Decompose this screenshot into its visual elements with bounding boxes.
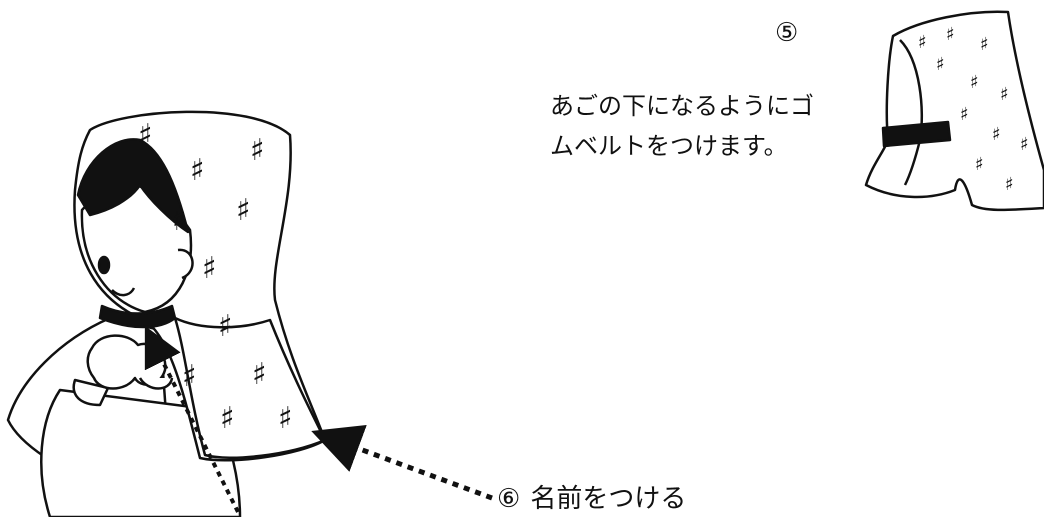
hair: [76, 138, 190, 234]
pattern-mark: ♯: [960, 104, 969, 125]
pattern-mark: ♯: [1005, 174, 1014, 195]
pattern-mark: ♯: [278, 401, 293, 436]
pattern-mark: ♯: [1000, 84, 1009, 105]
step5-instruction: あごの下になるようにゴムベルトをつけます。: [550, 92, 814, 160]
eye: [97, 255, 111, 275]
pattern-mark: ♯: [138, 118, 153, 153]
hood-detail-outline: [864, 10, 1044, 212]
fabric-pattern: ♯ ♯ ♯ ♯ ♯ ♯ ♯ ♯ ♯ ♯ ♯: [138, 118, 293, 436]
pattern-mark: ♯: [946, 24, 955, 45]
step6-caption: ⑥ 名前をつける: [497, 478, 686, 515]
pattern-mark: ♯: [182, 359, 197, 394]
pattern-mark: ♯: [1020, 134, 1029, 155]
hood-detail: [864, 10, 1044, 212]
pattern-mark: ♯: [218, 309, 233, 344]
pattern-mark: ♯: [970, 72, 979, 93]
step6-number: ⑥: [497, 484, 521, 514]
pattern-mark: ♯: [992, 124, 1001, 145]
pattern-mark: ♯: [918, 32, 927, 53]
pattern-mark: ♯: [220, 401, 235, 436]
dotted-arrow-step6: [311, 424, 493, 501]
step5-number: ⑤: [775, 18, 799, 48]
pattern-mark: ♯: [172, 203, 187, 238]
pattern-mark: ♯: [236, 193, 251, 228]
pattern-mark: ♯: [975, 154, 984, 175]
pattern-mark: ♯: [936, 54, 945, 75]
dotted-guide-line: [144, 325, 240, 513]
mouth: [111, 287, 136, 297]
step6-label: 名前をつける: [530, 484, 687, 514]
pattern-mark: ♯: [980, 34, 989, 55]
collar-band: [98, 304, 177, 329]
pattern-mark: ♯: [250, 133, 265, 168]
ear: [177, 248, 194, 280]
pattern-mark: ♯: [252, 357, 267, 392]
child-figure: [6, 110, 327, 517]
elastic-band: [881, 120, 952, 148]
hood-detail-pattern: ♯ ♯ ♯ ♯ ♯ ♯ ♯ ♯ ♯ ♯ ♯: [918, 24, 1029, 195]
sleeve-cuff: [72, 378, 110, 407]
wrist-cuff: [138, 377, 174, 390]
pattern-mark: ♯: [202, 251, 217, 286]
pattern-mark: ♯: [190, 153, 205, 188]
